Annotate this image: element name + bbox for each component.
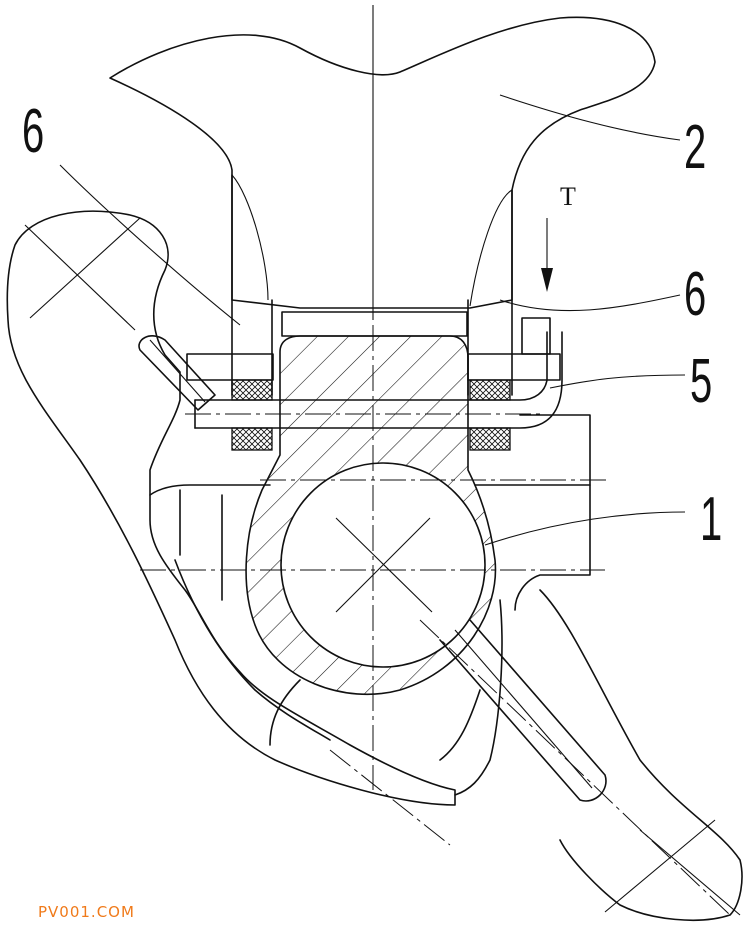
callout-part-6-left: 6	[22, 97, 44, 166]
callout-part-6-right: 6	[684, 260, 706, 329]
callout-part-2: 2	[684, 113, 706, 182]
cap-body-part-2	[109, 16, 656, 396]
flange-and-pin-part-5	[186, 317, 563, 451]
callout-part-1: 1	[700, 485, 722, 554]
housing-part-1	[149, 414, 743, 921]
left-arm	[6, 210, 456, 806]
watermark: PV001.COM	[38, 903, 135, 921]
stem-section	[245, 335, 497, 696]
center-lines	[140, 5, 741, 916]
callout-part-5: 5	[690, 347, 712, 416]
direction-label: T	[560, 182, 576, 211]
direction-arrow	[541, 218, 553, 292]
left-bolt	[138, 335, 216, 411]
leader-lines	[59, 94, 686, 546]
